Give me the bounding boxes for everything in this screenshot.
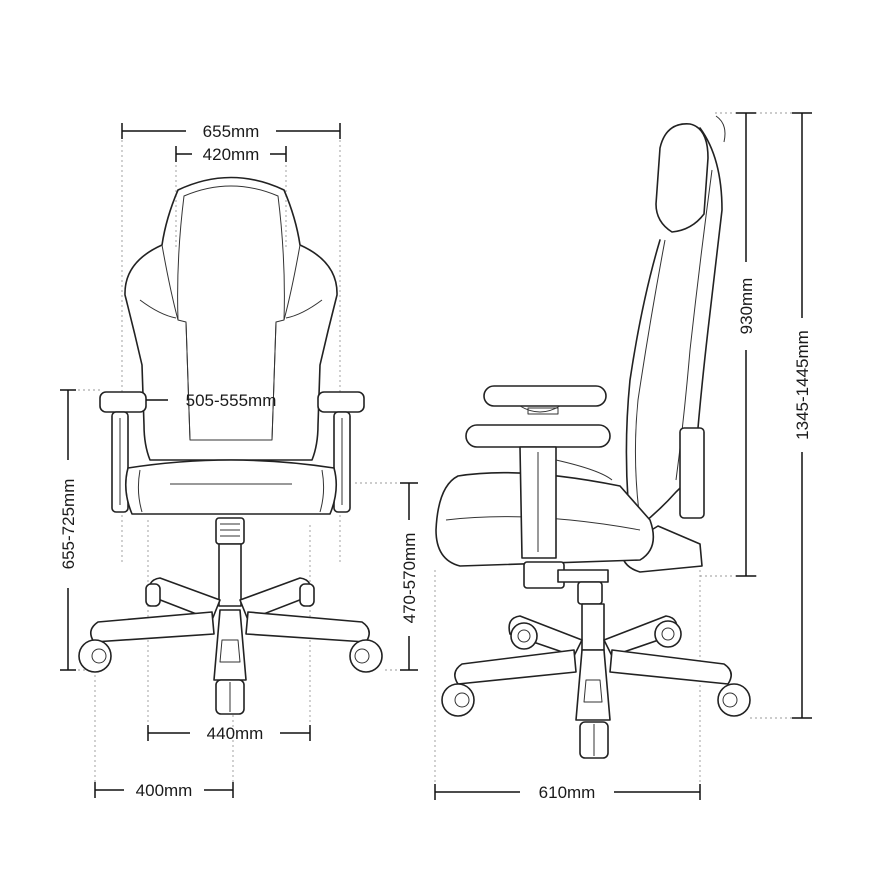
front-caster-right-rear [299, 583, 315, 607]
side-armrest-lower [465, 424, 611, 448]
side-base-arm-right [609, 649, 732, 685]
front-caster-left-rear [145, 583, 161, 607]
front-base-arm-front [213, 609, 247, 681]
side-view-chair [435, 115, 751, 759]
side-armrest-upper [483, 385, 607, 407]
front-seat-cushion [124, 459, 338, 515]
side-gas-lift [581, 603, 605, 651]
front-view-chair [78, 176, 383, 715]
side-headrest-pillow [655, 123, 709, 233]
side-caster-front [579, 721, 609, 759]
label-depth: 610mm [539, 783, 596, 802]
side-gas-lift-collar [577, 581, 603, 605]
front-backrest-inner [177, 185, 285, 441]
dimension-labels: 655mm 420mm 505-555mm 655-725mm 440mm 40… [59, 122, 812, 802]
label-overall-width: 655mm [203, 122, 260, 141]
label-armrest-height: 655-725mm [59, 479, 78, 570]
side-caster-right [717, 683, 751, 717]
front-caster-front [215, 679, 245, 715]
front-armrest-right [317, 391, 365, 513]
front-armrest-left [99, 391, 147, 513]
front-base-arm-far-right [245, 611, 370, 643]
label-overall-height: 1345-1445mm [793, 330, 812, 440]
label-base-radius: 400mm [136, 781, 193, 800]
side-caster-rear-left [510, 622, 538, 650]
side-backrest-outline [625, 127, 723, 527]
label-base-width: 440mm [207, 724, 264, 743]
side-recline-lever-housing [679, 427, 705, 519]
side-caster-left [441, 683, 475, 717]
side-caster-rear-right [654, 620, 682, 648]
label-backrest-width: 420mm [203, 145, 260, 164]
front-base-arm-far-left [90, 611, 215, 643]
front-caster-right [349, 639, 383, 673]
side-base-arm-front [575, 649, 611, 721]
front-caster-left [78, 639, 112, 673]
label-armrest-width: 505-555mm [186, 391, 277, 410]
front-gas-lift-collar [215, 517, 245, 545]
label-backrest-height: 930mm [737, 278, 756, 335]
dimension-lines [60, 112, 812, 800]
label-seat-height: 470-570mm [400, 533, 419, 624]
side-base-arm-left [454, 649, 577, 685]
front-gas-lift [218, 543, 242, 607]
front-backrest-outline [124, 176, 338, 461]
